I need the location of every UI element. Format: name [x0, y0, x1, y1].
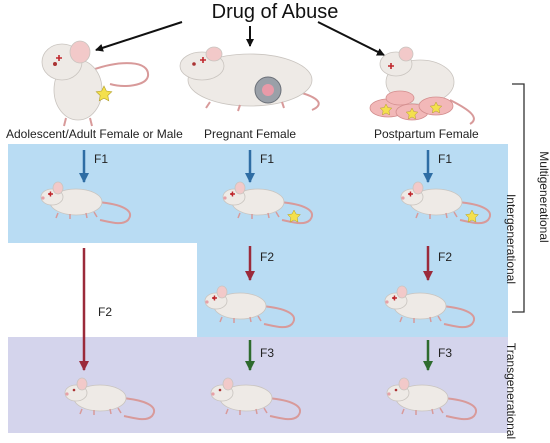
f1-label-pregnant: F1	[260, 152, 275, 166]
f2-mouse-pregnant	[204, 285, 296, 329]
title-to-adult-arrow	[95, 21, 183, 52]
f1-label-postpartum: F1	[438, 152, 453, 166]
f3-label-postpartum: F3	[438, 346, 453, 360]
multigenerational-label: Multigenerational	[537, 151, 550, 243]
f1-mouse-adult	[40, 181, 132, 225]
source-label-postpartum: Postpartum Female	[374, 127, 479, 141]
source-label-pregnant: Pregnant Female	[204, 127, 297, 141]
title-to-postpartum-arrow	[317, 21, 385, 56]
f1-label-adult: F1	[94, 152, 109, 166]
diagram-title: Drug of Abuse	[211, 1, 339, 23]
f2-label-postpartum: F2	[438, 250, 453, 264]
intergenerational-label: Intergenerational	[504, 193, 518, 285]
f3-mouse-postpartum	[386, 377, 478, 421]
f1-mouse-pregnant	[222, 181, 314, 225]
postpartum-mouse-illustration	[369, 46, 475, 125]
f2-mouse-postpartum	[384, 285, 476, 329]
f3-label-pregnant: F3	[260, 346, 275, 360]
transgenerational-label: Transgenerational	[504, 342, 518, 440]
multigenerational-bracket	[512, 83, 525, 313]
f2-label-pregnant: F2	[260, 250, 275, 264]
f3-mouse-pregnant	[210, 377, 302, 421]
f2-label-adult: F2	[98, 305, 113, 319]
f1-mouse-postpartum	[400, 181, 492, 225]
f3-mouse-adult	[64, 377, 156, 421]
pregnant-mouse-illustration	[179, 46, 320, 112]
source-label-adult: Adolescent/Adult Female or Male	[6, 127, 183, 141]
adult-mouse-illustration	[41, 40, 150, 127]
